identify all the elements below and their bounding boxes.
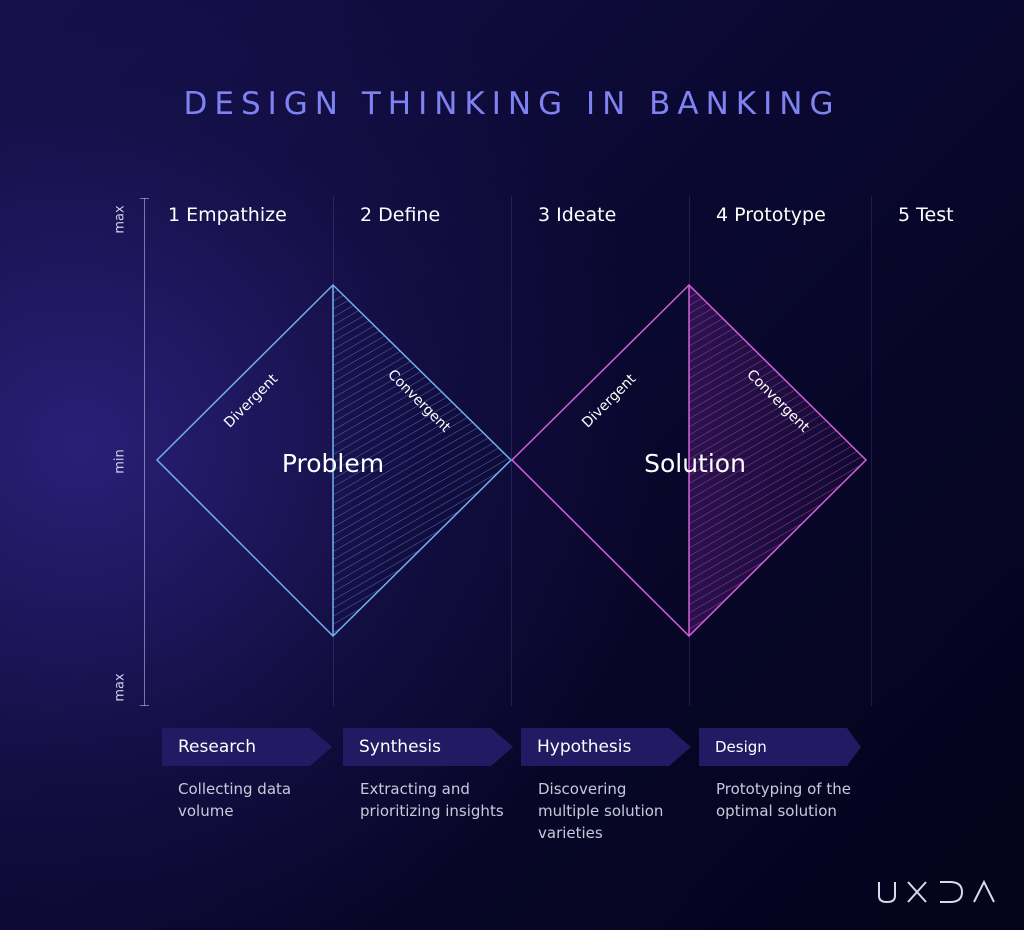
solution-label: Solution — [644, 449, 746, 478]
solution-divergent-label: Divergent — [579, 371, 639, 431]
problem-divergent-label: Divergent — [221, 371, 281, 431]
phase-design: Design — [699, 728, 869, 766]
vertical-axis — [144, 198, 145, 706]
problem-label: Problem — [282, 449, 384, 478]
solution-outline — [510, 283, 868, 638]
phase-research: Research — [162, 728, 332, 766]
phase-label: Design — [715, 738, 767, 756]
solution-convergent-hatch — [689, 285, 866, 636]
axis-tick-top — [140, 198, 149, 199]
page-title: DESIGN THINKING IN BANKING — [183, 86, 841, 122]
uxda-logo — [878, 880, 995, 904]
phase-label: Synthesis — [359, 737, 441, 757]
phase-description-design: Prototyping of the optimal solution — [716, 780, 851, 820]
stage-ideate: 3 Ideate — [538, 204, 617, 226]
column-divider — [871, 196, 872, 706]
phase-synthesis: Synthesis — [343, 728, 513, 766]
phase-label: Hypothesis — [537, 737, 632, 757]
stage-prototype: 4 Prototype — [716, 204, 826, 226]
stage-define: 2 Define — [360, 204, 441, 226]
phase-description-synthesis: Extracting and prioritizing insights — [360, 780, 504, 820]
phase-hypothesis: Hypothesis — [521, 728, 691, 766]
solution-diamond — [510, 283, 868, 638]
stage-empathize: 1 Empathize — [168, 204, 287, 226]
stage-test: 5 Test — [898, 204, 954, 226]
phase-description-hypothesis: Discovering multiple solution varieties — [538, 780, 664, 842]
column-divider — [511, 196, 512, 706]
phase-label: Research — [178, 737, 256, 757]
phase-description-research: Collecting data volume — [178, 780, 292, 820]
problem-convergent-hatch — [333, 285, 511, 636]
axis-tick-bottom — [140, 705, 149, 706]
